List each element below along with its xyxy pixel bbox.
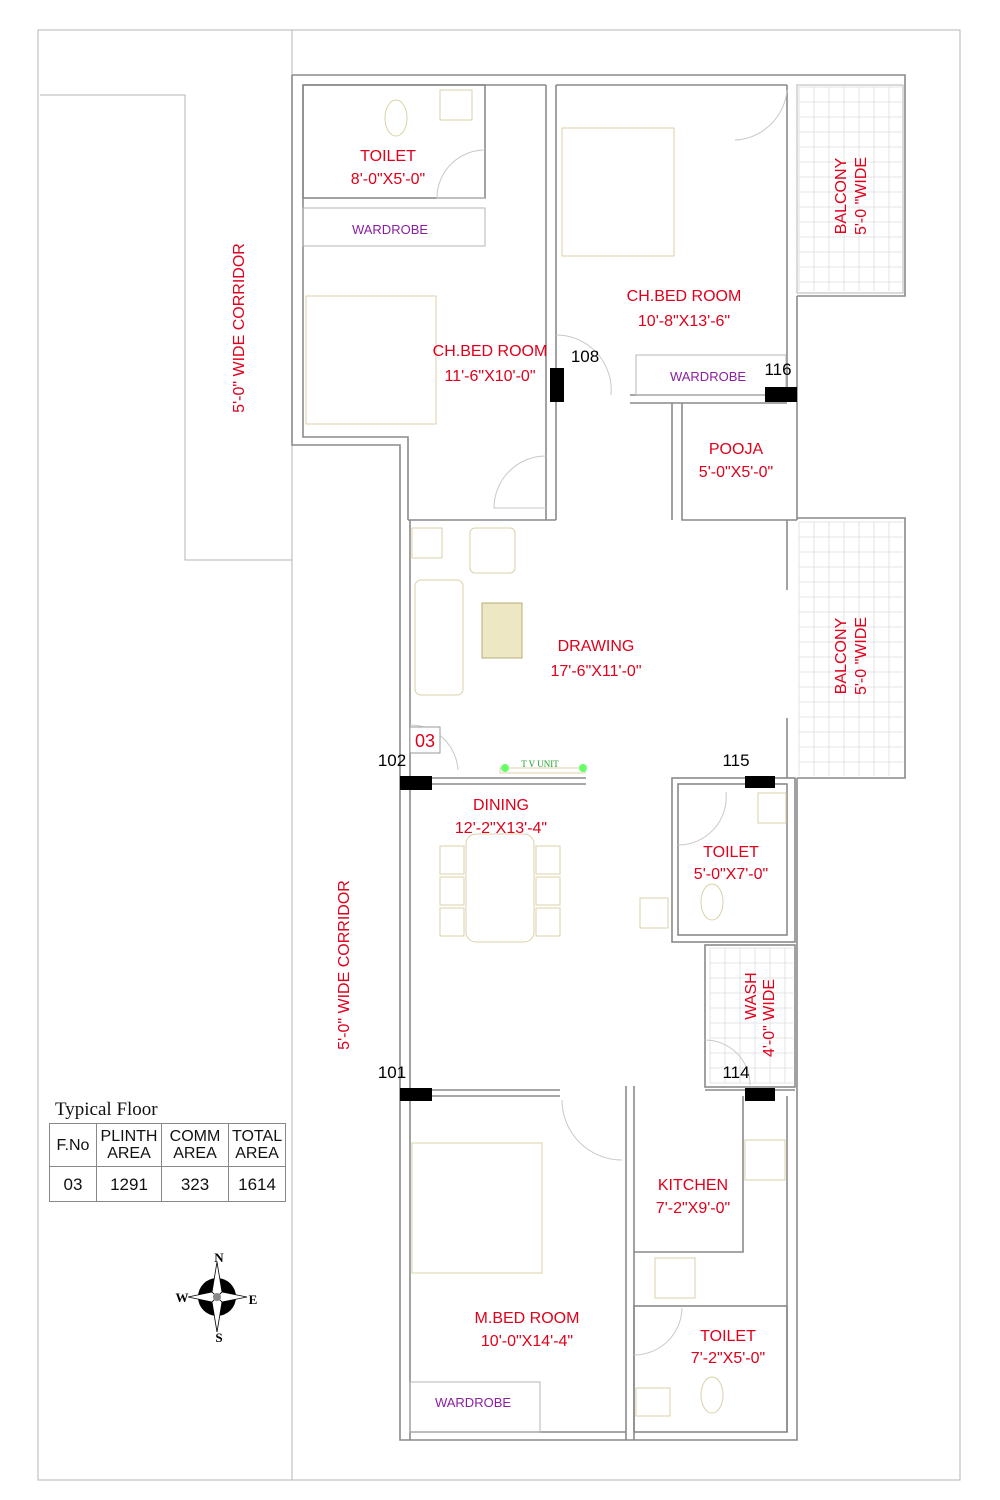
- compass-icon: N S W E: [176, 1250, 258, 1345]
- compass-w: W: [176, 1290, 189, 1305]
- room-size-toilet-bottom: 7'-2"X5'-0": [691, 1350, 765, 1367]
- room-name-pooja: POOJA: [709, 441, 764, 458]
- room-size-wash: 4'-0" WIDE: [761, 979, 778, 1057]
- column-marker: 101: [378, 1063, 406, 1082]
- cell-fno: 03: [49, 1166, 97, 1202]
- room-size-dining: 12'-2"X13'-4": [455, 820, 547, 837]
- room-name-toilet-mid: TOILET: [703, 844, 759, 861]
- room-size-balcony-top: 5'-0 "WIDE: [853, 157, 870, 235]
- columns: [400, 368, 797, 1101]
- sheet-border: [37, 29, 961, 1481]
- wardrobe-label-bottom: WARDROBE: [435, 1395, 511, 1410]
- room-size-drawing: 17'-6"X11'-0": [551, 663, 642, 680]
- header-text: AREA: [173, 1145, 217, 1162]
- room-size-balcony-mid: 5'-0 "WIDE: [853, 617, 870, 695]
- chairs-icon: [439, 845, 561, 937]
- basin-icon: [635, 1387, 671, 1417]
- bed-icon: [561, 127, 675, 257]
- stove-icon: [744, 1139, 786, 1181]
- side-table-icon: [411, 527, 443, 559]
- cell-total-area: 1614: [227, 1166, 287, 1202]
- tv-unit-label: T V UNIT: [521, 759, 559, 769]
- cell-comm-area: 323: [161, 1166, 229, 1202]
- column-marker: 108: [571, 347, 599, 366]
- wc-icon: [384, 99, 408, 137]
- compass-n: N: [214, 1250, 224, 1265]
- walls: [291, 74, 906, 1441]
- column-marker: 116: [764, 360, 791, 379]
- dining-table-icon: [465, 833, 535, 943]
- column-marker: 115: [722, 751, 749, 770]
- area-table-title: Typical Floor: [55, 1099, 158, 1120]
- column-marker: 102: [378, 751, 406, 770]
- wc-icon: [700, 1376, 724, 1414]
- compass-e: E: [249, 1292, 258, 1307]
- room-size-ch-bed-right: 10'-8"X13'-6": [638, 313, 730, 330]
- armchair-icon: [469, 527, 516, 574]
- wardrobe-label-right: WARDROBE: [670, 369, 746, 384]
- room-size-pooja: 5'-0"X5'-0": [699, 464, 773, 481]
- sofa-icon: [414, 579, 464, 696]
- cell-plinth-area: 1291: [96, 1166, 162, 1202]
- room-size-toilet-mid: 5'-0"X7'-0": [694, 866, 768, 883]
- room-size-kitchen: 7'-2"X9'-0": [656, 1200, 730, 1217]
- plant-icon: [579, 764, 587, 772]
- header-text: TOTAL: [232, 1128, 283, 1145]
- room-name-balcony-top: BALCONY: [833, 157, 850, 234]
- room-name-wash: WASH: [743, 972, 760, 1019]
- room-name-ch-bed-left: CH.BED ROOM: [433, 343, 548, 360]
- header-text: PLINTH: [100, 1128, 158, 1145]
- compass-s: S: [215, 1330, 222, 1345]
- balcony-tiles: [709, 86, 903, 1084]
- rug-icon: [481, 602, 523, 659]
- wc-icon: [700, 883, 724, 921]
- header-fno: F.No: [49, 1123, 97, 1167]
- plant-icon: [501, 764, 509, 772]
- table-row: 03 1291 323 1614: [49, 1166, 287, 1202]
- wardrobe-label-top: WARDROBE: [352, 222, 428, 237]
- room-name-kitchen: KITCHEN: [658, 1177, 728, 1194]
- room-size-m-bed: 10'-0"X14'-4": [481, 1333, 573, 1350]
- corridor-label-top: 5'-0" WIDE CORRIDOR: [231, 243, 248, 413]
- room-name-toilet-top: TOILET: [360, 148, 416, 165]
- room-name-balcony-mid: BALCONY: [833, 617, 850, 694]
- room-name-m-bed: M.BED ROOM: [475, 1310, 580, 1327]
- sink-icon: [654, 1257, 696, 1299]
- corridor-label-bottom: 5'-0" WIDE CORRIDOR: [336, 880, 353, 1050]
- room-size-ch-bed-left: 11'-6"X10'-0": [445, 368, 536, 385]
- room-name-dining: DINING: [473, 797, 529, 814]
- furniture: [305, 89, 787, 1417]
- header-text: COMM: [169, 1128, 221, 1145]
- basin-icon: [757, 792, 787, 824]
- basin-icon: [439, 89, 473, 121]
- room-size-toilet-top: 8'-0"X5'-0": [351, 171, 425, 188]
- header-text: AREA: [107, 1145, 151, 1162]
- flat-number: 03: [415, 731, 435, 751]
- basin-icon: [639, 897, 669, 929]
- bed-icon: [305, 295, 437, 425]
- room-name-drawing: DRAWING: [558, 638, 635, 655]
- doors: [409, 89, 788, 1356]
- header-text: F.No: [56, 1136, 90, 1154]
- flat-number-box: [409, 726, 441, 754]
- header-text: AREA: [235, 1145, 279, 1162]
- room-name-ch-bed-right: CH.BED ROOM: [627, 288, 742, 305]
- bed-icon: [411, 1142, 543, 1274]
- column-marker: 114: [722, 1063, 749, 1082]
- room-name-toilet-bottom: TOILET: [700, 1328, 756, 1345]
- corridor-boundary: [40, 94, 292, 561]
